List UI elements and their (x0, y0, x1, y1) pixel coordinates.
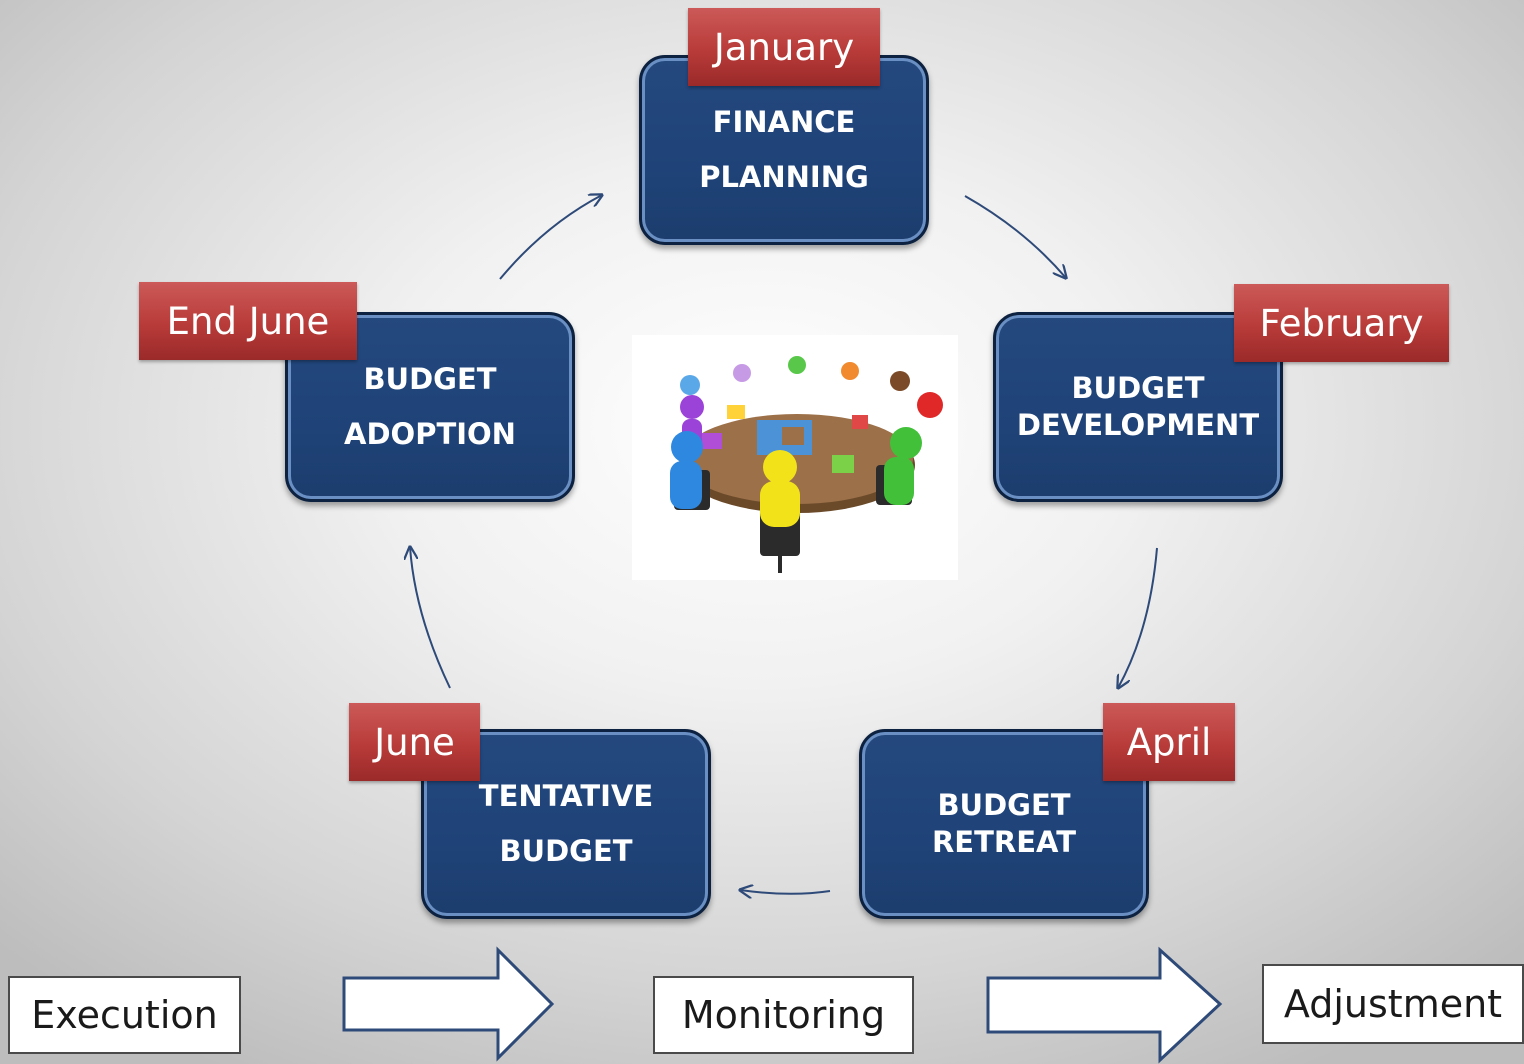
step-tentative-budget: TENTATIVE BUDGET (421, 729, 711, 919)
step-finance-planning: FINANCE PLANNING (639, 55, 929, 245)
step-label-line1: BUDGET (363, 362, 497, 397)
arrow-adoption-to-planning (499, 195, 602, 280)
step-label-line2: BUDGET (499, 834, 633, 868)
flow-arrow-2-icon (986, 946, 1223, 1064)
arrow-tentative-to-adoption (410, 547, 451, 689)
stage-adjustment: Adjustment (1262, 964, 1524, 1044)
flow-arrow-1-icon (342, 946, 555, 1062)
step-label-line2: PLANNING (699, 160, 869, 194)
month-tag-end-june: End June (139, 282, 357, 360)
arrow-retreat-to-tentative (740, 890, 831, 894)
step-label-line1: BUDGET (937, 788, 1071, 823)
month-tag-april: April (1103, 703, 1235, 781)
meeting-illustration (632, 335, 958, 580)
month-tag-february: February (1234, 284, 1449, 362)
stage-execution: Execution (8, 976, 241, 1054)
month-tag-june: June (349, 703, 480, 781)
step-label-line2: DEVELOPMENT (1016, 408, 1260, 442)
step-label-line1: TENTATIVE (478, 779, 654, 814)
step-label-line1: FINANCE (712, 105, 856, 140)
step-label-line2: RETREAT (931, 825, 1077, 859)
step-label-line1: BUDGET (1071, 371, 1205, 406)
arrow-planning-to-development (964, 195, 1066, 278)
stage-monitoring: Monitoring (653, 976, 914, 1054)
month-tag-january: January (688, 8, 880, 86)
step-label-line2: ADOPTION (344, 417, 516, 451)
step-budget-retreat: BUDGET RETREAT (859, 729, 1149, 919)
arrow-development-to-retreat (1118, 547, 1158, 688)
